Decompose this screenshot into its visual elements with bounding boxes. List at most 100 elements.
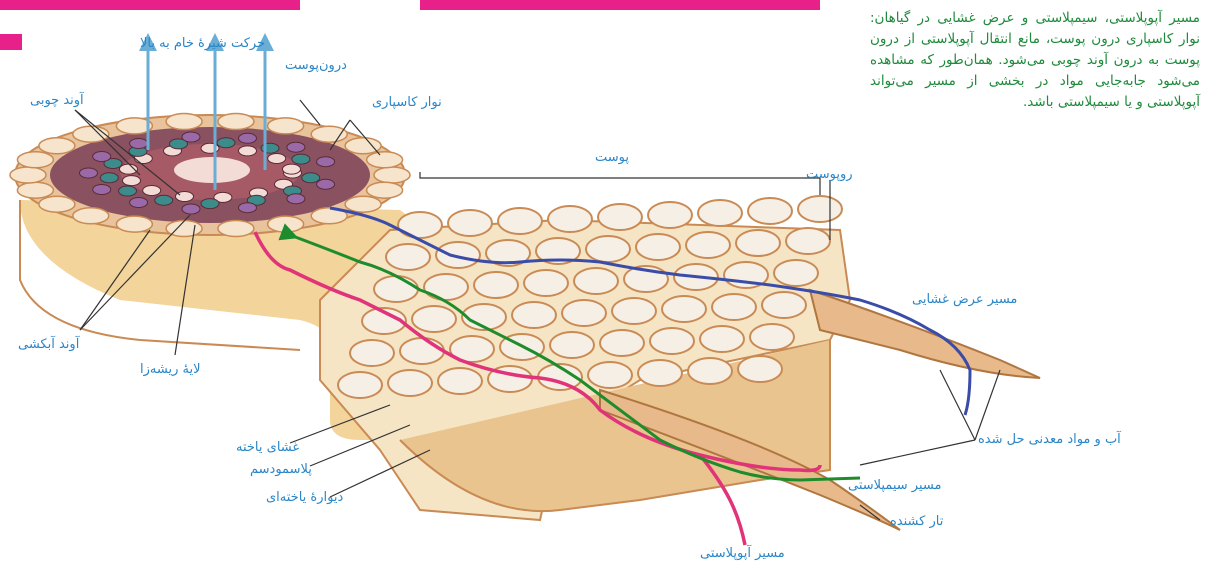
cortex-cell [498,208,542,234]
stele-cell [302,173,320,183]
symplast-route-label: مسیر سیمپلاستی [848,478,941,494]
cortex-cell [712,294,756,320]
cortex-cell [638,360,682,386]
cortex-cell [698,200,742,226]
endodermis-cell [116,216,152,232]
cortex-cell [374,276,418,302]
endodermis-cell [367,152,403,168]
stele-cell [239,146,257,156]
cortex-cell [424,274,468,300]
endodermis-cell [374,167,410,183]
cortex-cell [436,242,480,268]
cell-membrane-label: غشای یاخته [236,440,299,456]
endodermis-cell [17,152,53,168]
cortex-cell [588,362,632,388]
root-hair-label: تار کشنده [890,514,943,530]
endodermis-cell [17,182,53,198]
stele-cell [130,198,148,208]
cortex-label: پوست [595,150,629,166]
epidermis-label: روپوست [806,167,853,183]
endodermis-cell [218,114,254,130]
plasmodesma-label: پلاسمودسم [250,462,312,478]
transmembrane-route-label: مسیر عرض غشایی [912,292,1017,308]
stele-cell [217,138,235,148]
stele-cell [283,164,301,174]
cortex-cell [600,330,644,356]
cortex-cell [612,298,656,324]
stele-cell [119,186,137,196]
cortex-cell [350,340,394,366]
stele-cell [239,203,257,213]
endodermis-cell [345,138,381,154]
cortex-cell [574,268,618,294]
apoplast-route-label: مسیر آپوپلاستی [700,546,785,562]
cortex-cell [448,210,492,236]
endodermis-cell [311,126,347,142]
figure-caption: مسیر آپوپلاستی، سیمپلاستی و عرض غشایی در… [870,8,1200,113]
cortex-cell [550,332,594,358]
endodermis-cell [345,196,381,212]
endodermis-cell [166,114,202,130]
endodermis-cell [39,138,75,154]
stele-cell [130,139,148,149]
cortex-cell [512,302,556,328]
pericycle-label: لایهٔ ریشه‌زا [140,362,201,378]
cortex-cell [400,338,444,364]
stele-cell [287,194,305,204]
cortex-cell [700,326,744,352]
phloem-label: آوند آبکشی [18,337,79,353]
cortex-cell [388,370,432,396]
stele-cell [100,173,118,183]
cortex-cell [524,270,568,296]
cortex-cell [338,372,382,398]
cortex-cell [738,356,782,382]
casparian-strip-label: نوار کاسپاری [372,95,442,111]
cortex-cell [762,292,806,318]
cortex-cell [398,212,442,238]
stele-cell [287,142,305,152]
endodermis-cell [218,221,254,237]
stele-cell [182,204,200,214]
stele-cell [143,186,161,196]
cortex-cell [438,368,482,394]
cortex-cell [650,328,694,354]
stele-cell [268,154,286,164]
stele-cell [292,154,310,164]
endodermis-cell [39,196,75,212]
endodermis-cell [367,182,403,198]
cortex-cell [798,196,842,222]
cortex-cell [736,230,780,256]
endodermis-cell [268,118,304,134]
stele-cell [93,152,111,162]
cortex-cell [750,324,794,350]
cortex-cell [786,228,830,254]
cortex-cell [688,358,732,384]
cortex-cell [748,198,792,224]
endodermis-cell [268,216,304,232]
stele-cell [93,185,111,195]
stele-cell [239,133,257,143]
stele-cell [201,199,219,209]
xylem-label: آوند چوبی [30,93,84,109]
cortex-cell [774,260,818,286]
endodermis-cell [10,167,46,183]
stele-cell [155,195,173,205]
endodermis-cell [73,126,109,142]
stele-cell [317,179,335,189]
cortex-cell [548,206,592,232]
cortex-cell [598,204,642,230]
cortex-cell [586,236,630,262]
cortex-cell [662,296,706,322]
cell-wall-label: دیوارهٔ یاخته‌ای [266,490,343,506]
stele-cell [317,157,335,167]
upward-sap-label: حرکت شیرهٔ خام به بالا [140,36,265,52]
cortex-cell [412,306,456,332]
cortex-cell [648,202,692,228]
stele-cell [123,176,141,186]
water-minerals-label: آب و مواد معدنی حل شده [978,432,1121,448]
cortex-cell [474,272,518,298]
cortex-cell [562,300,606,326]
cortex-cell [386,244,430,270]
endodermis-cell [73,208,109,224]
cortex-cell [636,234,680,260]
